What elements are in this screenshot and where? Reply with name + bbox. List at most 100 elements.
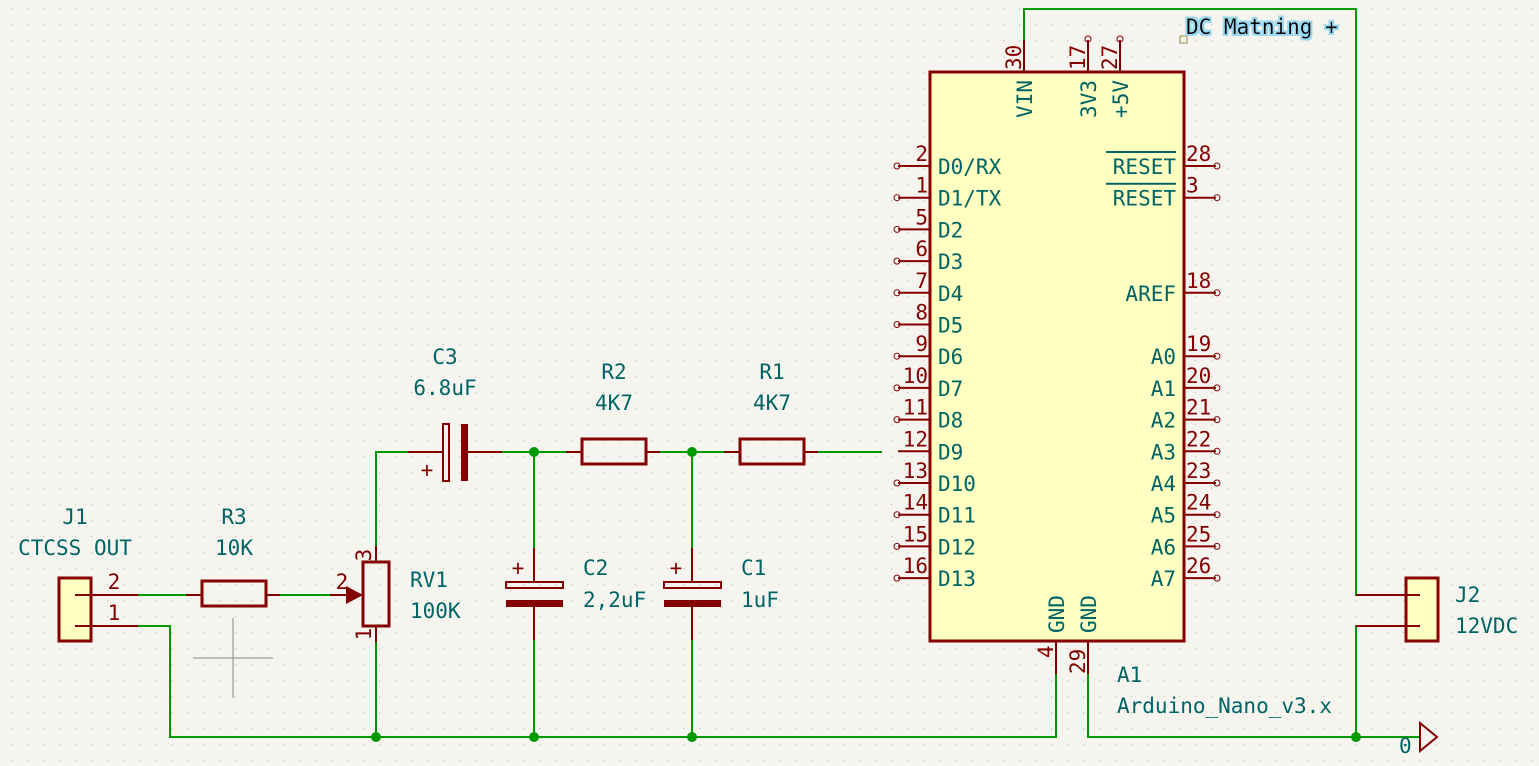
- rv1-value: 100K: [410, 599, 461, 623]
- a1-pin-number: 9: [915, 332, 928, 356]
- unconnected-pin-icon: [1213, 416, 1221, 424]
- unconnected-pin-icon: [893, 479, 901, 487]
- capacitor-c3[interactable]: + C3 6.8uF: [408, 345, 502, 482]
- potentiometer-rv1[interactable]: 2 3 1 RV1 100K: [330, 546, 461, 642]
- a1-pin-name: A3: [1151, 440, 1176, 464]
- a1-pin-number: 6: [915, 237, 928, 261]
- unconnected-pin-icon: [1213, 289, 1221, 297]
- unconnected-pin-icon: [893, 321, 901, 328]
- junctions: [371, 447, 1361, 742]
- a1-pin-number: 26: [1186, 554, 1211, 578]
- a1-pin-name: A2: [1151, 409, 1176, 433]
- a1-pin-name: D1/TX: [938, 187, 1002, 211]
- wire-gnd-a1-29[interactable]: [1087, 674, 1420, 738]
- c3-value: 6.8uF: [413, 376, 476, 400]
- junction-dot: [687, 732, 697, 742]
- a1-value: Arduino_Nano_v3.x: [1117, 694, 1332, 718]
- a1-pin-number: 21: [1186, 396, 1211, 420]
- r2-reference: R2: [601, 360, 626, 384]
- c2-reference: C2: [583, 556, 608, 580]
- junction-dot: [687, 447, 697, 457]
- c3-reference: C3: [432, 345, 457, 369]
- junction-dot: [1351, 732, 1361, 742]
- unconnected-pin-icon: [893, 289, 901, 297]
- j1-pin-number: 2: [108, 570, 121, 594]
- a1-pin-name: 3V3: [1077, 80, 1101, 118]
- ground-port[interactable]: 0: [1399, 720, 1439, 758]
- rv1-reference: RV1: [410, 568, 448, 592]
- resistor-r1[interactable]: R1 4K7: [724, 360, 818, 466]
- connector-j2[interactable]: J2 12VDC: [1356, 576, 1518, 643]
- junction-dot: [529, 732, 539, 742]
- unconnected-pin-icon: [893, 162, 901, 170]
- a1-pin-name: D8: [938, 409, 963, 433]
- a1-pin-number: 7: [915, 269, 928, 293]
- unconnected-pin-icon: [893, 542, 901, 550]
- a1-pin-number: 29: [1066, 649, 1090, 674]
- net-label-dc-power[interactable]: DC Matning +: [1179, 15, 1338, 44]
- a1-pin-name: D0/RX: [938, 155, 1002, 179]
- a1-pin-number: 10: [903, 364, 928, 388]
- arduino-nano-a1[interactable]: 2D0/RX1D1/TX5D26D37D48D59D610D711D812D91…: [893, 35, 1332, 718]
- a1-pins: 2D0/RX1D1/TX5D26D37D48D59D610D711D812D91…: [893, 35, 1221, 674]
- a1-pin-number: 20: [1186, 364, 1211, 388]
- a1-pin-name: A5: [1151, 504, 1176, 528]
- a1-reference: A1: [1117, 663, 1142, 687]
- unconnected-pin-icon: [893, 194, 901, 202]
- rv1-pin-number: 1: [352, 628, 376, 641]
- a1-pin-number: 3: [1186, 174, 1199, 198]
- a1-pin-name: A1: [1151, 377, 1176, 401]
- a1-pin-name: +5V: [1109, 80, 1133, 118]
- a1-pin-number: 30: [1002, 45, 1026, 70]
- a1-pin-name: A6: [1151, 535, 1176, 559]
- r1-value: 4K7: [753, 391, 791, 415]
- a1-pin-name: D13: [938, 567, 976, 591]
- unconnected-pin-icon: [893, 416, 901, 424]
- unconnected-pin-icon: [893, 225, 901, 233]
- j1-reference: J1: [62, 505, 87, 529]
- capacitor-c2[interactable]: + C2 2,2uF: [505, 548, 646, 640]
- a1-pin-name: D2: [938, 218, 963, 242]
- wire-gnd-main[interactable]: [138, 625, 1057, 738]
- a1-pin-name: A0: [1151, 345, 1176, 369]
- unconnected-pin-icon: [1213, 384, 1221, 392]
- a1-pin-name: D4: [938, 282, 963, 306]
- a1-pin-name: GND: [1077, 595, 1101, 633]
- unconnected-pin-icon: [1213, 542, 1221, 550]
- a1-pin-number: 1: [915, 174, 928, 198]
- cursor-crosshair-icon: [193, 618, 273, 698]
- a1-pin-number: 15: [903, 522, 928, 546]
- c1-polarity-mark: +: [670, 556, 683, 580]
- a1-pin-number: 19: [1186, 332, 1211, 356]
- a1-pin-number: 12: [903, 427, 928, 451]
- a1-pin-number: 4: [1034, 645, 1058, 658]
- a1-pin-name: D5: [938, 314, 963, 338]
- a1-pin-name: D7: [938, 377, 963, 401]
- a1-pin-number: 13: [903, 459, 928, 483]
- a1-pin-name: A7: [1151, 567, 1176, 591]
- a1-pin-name: D10: [938, 472, 976, 496]
- connector-j1[interactable]: J1 CTCSS OUT 2 1: [18, 505, 138, 643]
- a1-pin-number: 5: [915, 205, 928, 229]
- a1-pin-name: D11: [938, 504, 976, 528]
- a1-pin-name: D9: [938, 440, 963, 464]
- resistor-r2[interactable]: R2 4K7: [566, 360, 660, 466]
- r3-value: 10K: [215, 536, 253, 560]
- a1-pin-number: 18: [1186, 269, 1211, 293]
- resistor-r3[interactable]: R3 10K: [186, 505, 280, 608]
- junction-dot: [529, 447, 539, 457]
- unconnected-pin-icon: [893, 574, 901, 582]
- a1-pin-name: AREF: [1125, 282, 1176, 306]
- a1-pin-name: RESET: [1113, 187, 1177, 211]
- a1-pin-name: VIN: [1013, 80, 1037, 118]
- wire-rv1-c3[interactable]: [375, 451, 408, 546]
- a1-pin-number: 25: [1186, 522, 1211, 546]
- c1-reference: C1: [741, 556, 766, 580]
- unconnected-pin-icon: [893, 257, 901, 265]
- capacitor-c1[interactable]: + C1 1uF: [663, 548, 779, 640]
- j1-value: CTCSS OUT: [18, 536, 132, 560]
- j2-reference: J2: [1455, 583, 1480, 607]
- a1-pin-number: 8: [915, 301, 928, 325]
